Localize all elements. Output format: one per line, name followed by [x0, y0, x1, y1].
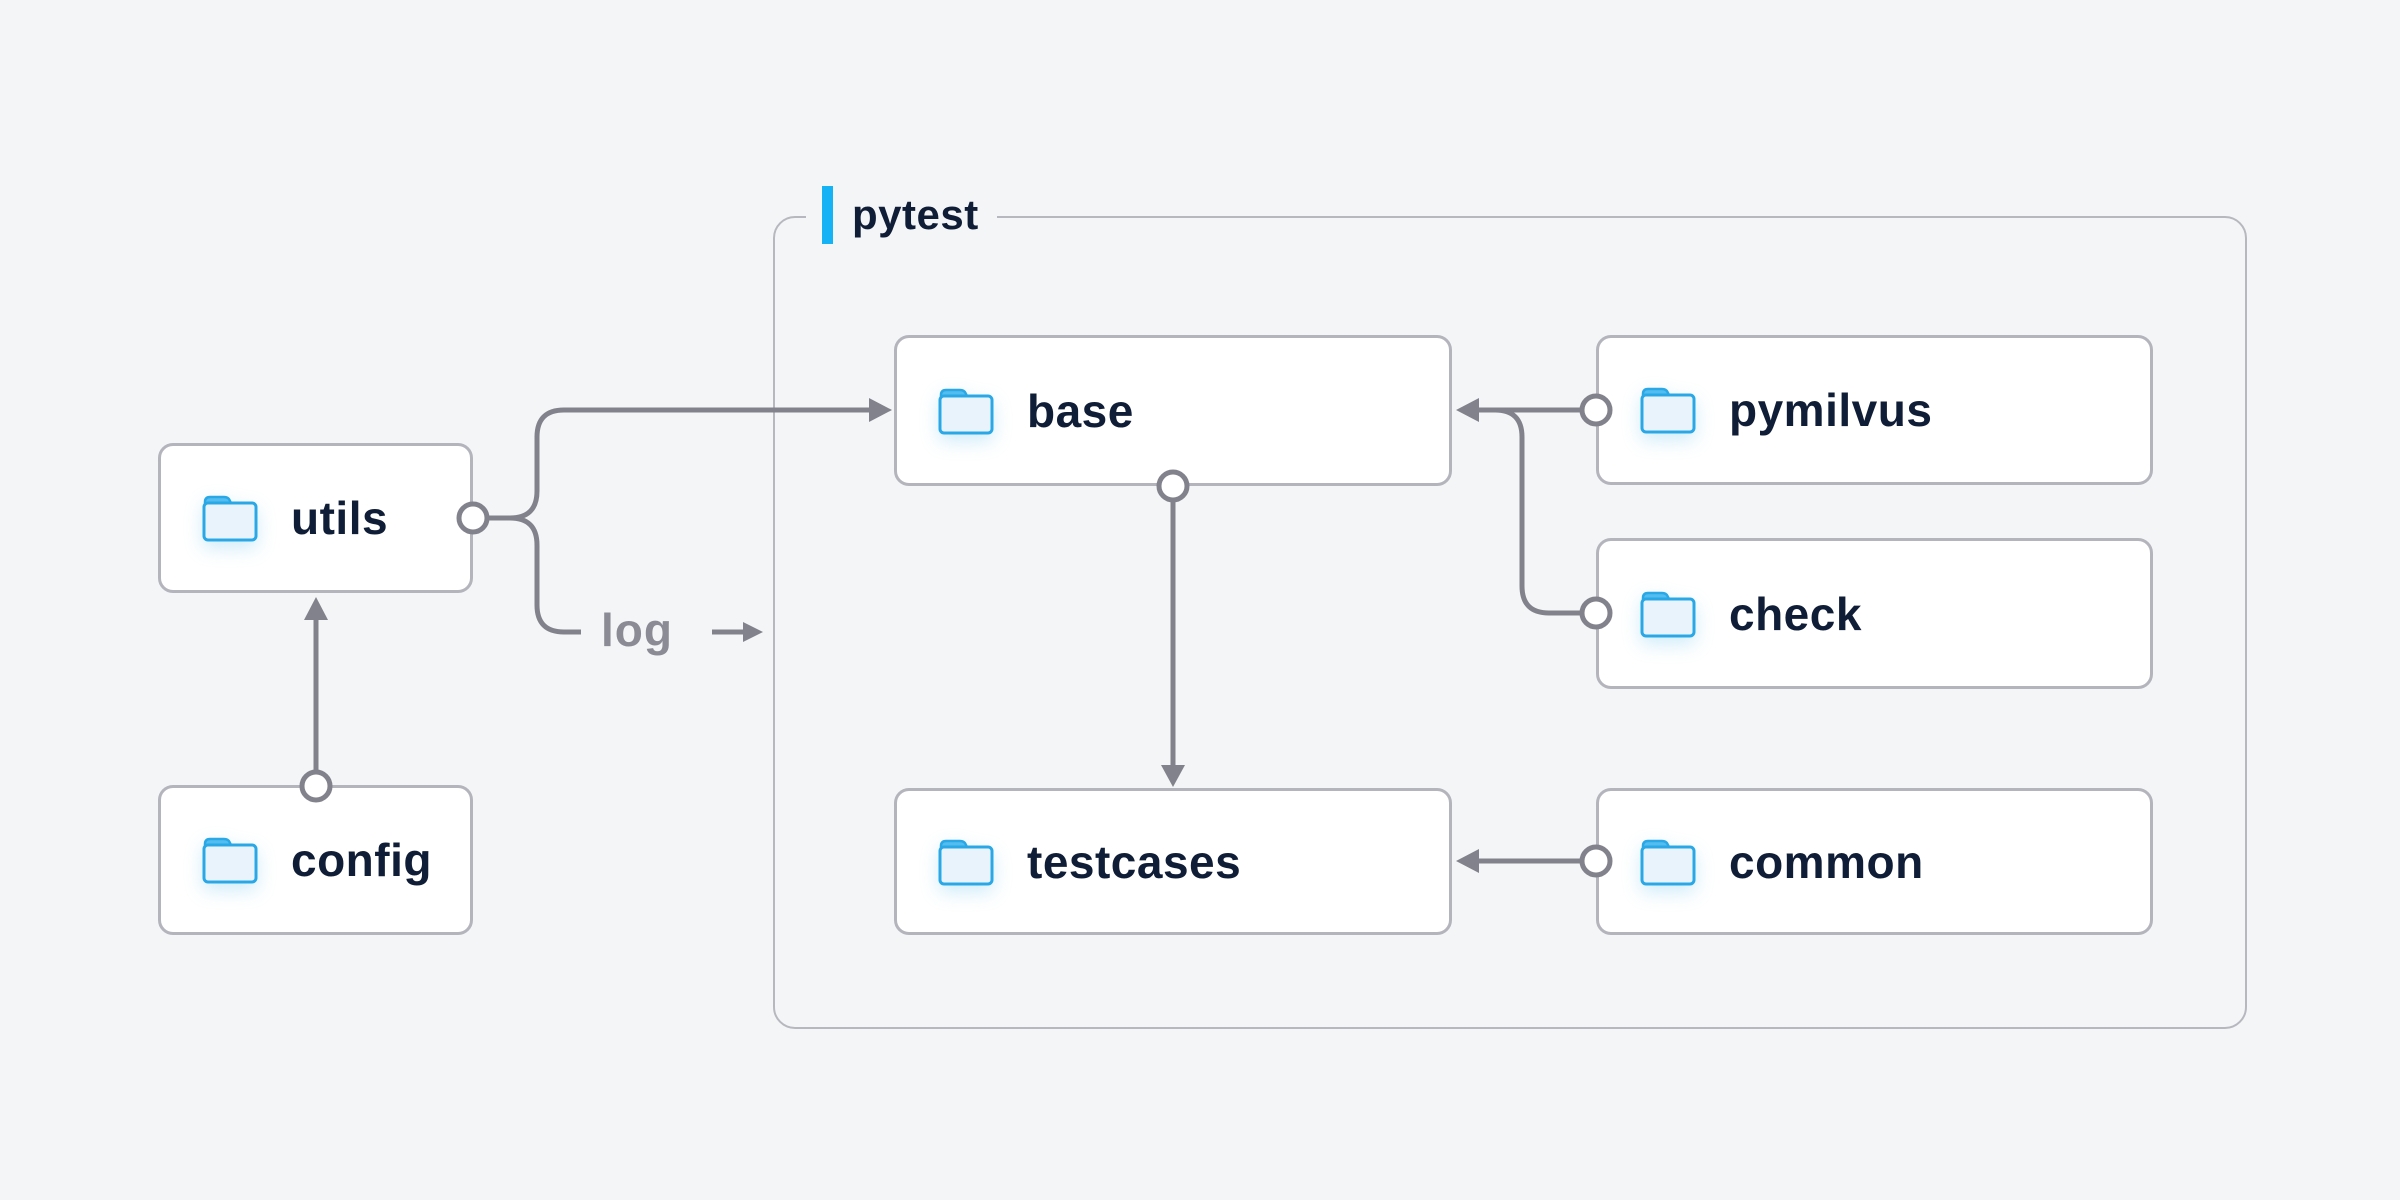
- node-label: base: [1027, 384, 1134, 437]
- edge-utils-log: [456, 501, 581, 635]
- folder-icon: [1640, 591, 1696, 637]
- node-check: check: [1596, 538, 2153, 689]
- node-label: testcases: [1027, 835, 1242, 888]
- folder-icon: [1640, 387, 1696, 434]
- folder-icon: [938, 839, 994, 885]
- node-utils: utils: [158, 443, 473, 593]
- log-arrow-icon: [712, 622, 763, 642]
- node-base: base: [894, 335, 1452, 486]
- edge-label-log: log: [601, 603, 673, 656]
- node-label: config: [291, 834, 432, 886]
- pytest-group-label: pytest: [806, 183, 997, 247]
- edge-config-utils: [299, 597, 333, 803]
- node-pymilvus: pymilvus: [1596, 335, 2153, 485]
- pytest-group-box: [773, 216, 2247, 1029]
- arrowhead-up-icon: [304, 597, 328, 620]
- folder-icon: [202, 495, 258, 542]
- pytest-group-title: pytest: [852, 191, 979, 238]
- node-common: common: [1596, 788, 2153, 935]
- node-label: common: [1729, 835, 1924, 888]
- node-config: config: [158, 785, 473, 935]
- folder-icon: [1640, 839, 1696, 885]
- accent-bar-icon: [822, 186, 833, 244]
- node-testcases: testcases: [894, 788, 1452, 935]
- node-label: pymilvus: [1729, 384, 1933, 436]
- folder-icon: [938, 388, 994, 434]
- node-label: check: [1729, 587, 1862, 640]
- folder-icon: [202, 837, 258, 884]
- node-label: utils: [291, 492, 389, 544]
